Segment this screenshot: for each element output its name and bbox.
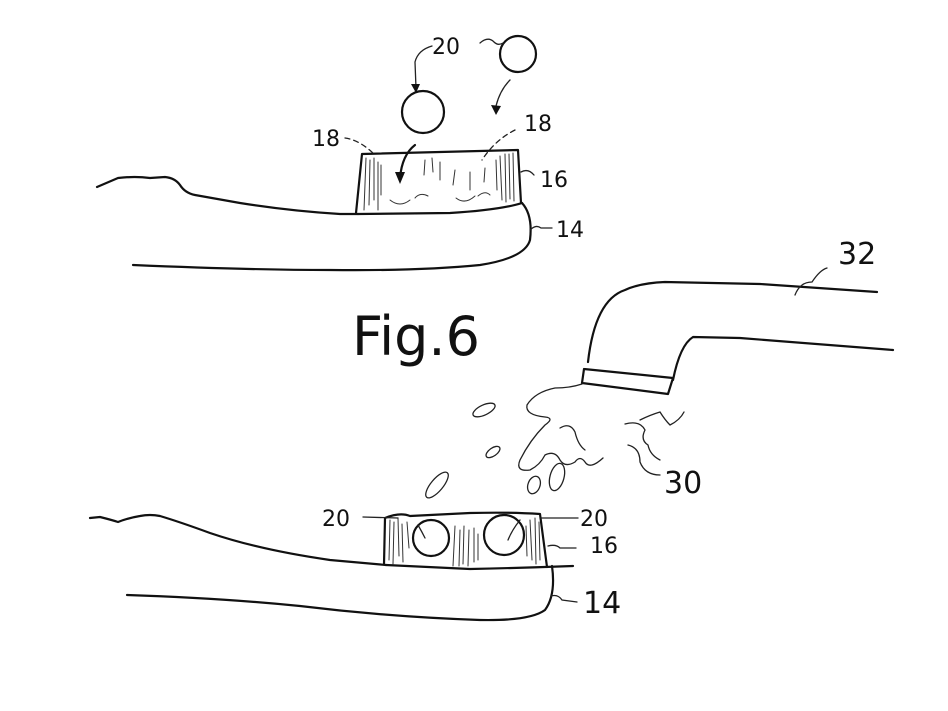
top-ball-left <box>400 89 446 135</box>
top-head-outline-upper <box>95 175 360 216</box>
top-leader-20-left-head <box>411 84 420 93</box>
water-droplet-1 <box>472 402 496 418</box>
top-label-14: 14 <box>556 218 584 243</box>
bottom-leader-14 <box>550 594 578 603</box>
bottom-ball-right <box>482 513 526 557</box>
bottom-ball-left <box>411 518 451 558</box>
water-droplet-4 <box>526 475 542 495</box>
water-main-body <box>518 383 604 471</box>
bottom-leader-16 <box>547 544 577 549</box>
top-label-18-right: 18 <box>524 112 552 137</box>
bottom-pad-hatching <box>388 517 541 567</box>
top-leader-20-left <box>414 45 433 89</box>
top-head-outline-lower <box>131 201 532 272</box>
bottom-ball-right-arrow <box>507 519 521 541</box>
top-arrow-right-ball <box>495 79 511 107</box>
top-arrow-right-ball-head <box>491 105 501 115</box>
water-leader-30 <box>627 444 661 476</box>
water-droplet-5 <box>548 462 566 492</box>
bottom-ball-left-arrow <box>417 524 426 539</box>
top-leader-18-right <box>481 129 516 161</box>
bottom-head-outline-upper <box>88 513 388 567</box>
figure-caption: Fig.6 <box>352 305 480 368</box>
faucet-outline-lower <box>671 335 895 382</box>
top-leader-16 <box>520 169 535 176</box>
top-label-20: 20 <box>432 35 460 60</box>
faucet-label-32: 32 <box>838 237 876 272</box>
top-leader-18-left <box>344 137 376 156</box>
bottom-label-20-left: 20 <box>322 507 350 532</box>
top-label-18-left: 18 <box>312 127 340 152</box>
faucet-assembly: 32 <box>580 237 895 396</box>
faucet-nozzle-ring <box>580 367 675 396</box>
top-pad-outline <box>354 148 523 215</box>
bottom-head-outline-lower <box>125 564 555 622</box>
top-arrow-into-pad-head <box>395 172 405 184</box>
water-droplet-3 <box>425 471 449 499</box>
water-stream: 30 <box>425 383 702 501</box>
faucet-leader-32 <box>794 267 828 296</box>
bottom-leader-20-left <box>362 516 399 519</box>
bottom-head-outline-upper-right <box>384 563 575 571</box>
top-leader-20-right <box>479 38 504 45</box>
bottom-label-16: 16 <box>590 534 618 559</box>
water-curl-left <box>559 425 586 451</box>
bottom-pad-outline <box>382 511 549 569</box>
top-label-16: 16 <box>540 168 568 193</box>
faucet-outline-upper <box>586 280 879 364</box>
bottom-label-14: 14 <box>583 586 621 621</box>
bottom-label-20-right: 20 <box>580 507 608 532</box>
top-leader-14 <box>529 225 553 231</box>
water-label-30: 30 <box>664 466 702 501</box>
water-droplet-2 <box>485 445 501 459</box>
bottom-assembly: 20 20 16 14 <box>88 507 621 622</box>
top-head-outline-upper-right <box>356 201 524 216</box>
water-drop-right-upper <box>639 411 685 426</box>
top-assembly: 20 18 18 16 14 <box>95 34 584 272</box>
water-drop-right-curl <box>624 422 661 461</box>
top-pad-hatching <box>363 152 515 211</box>
top-ball-right <box>498 34 538 74</box>
